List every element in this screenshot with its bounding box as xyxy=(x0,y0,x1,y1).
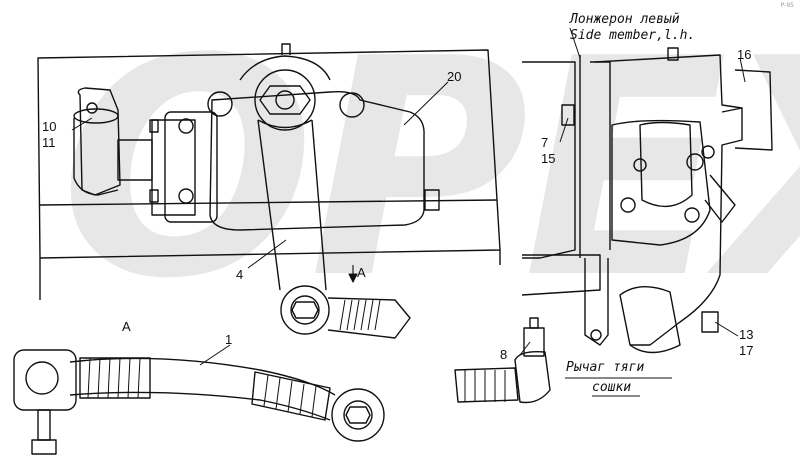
callout-1: 1 xyxy=(225,332,233,347)
caption-pitman-arm-line1: Рычаг тяги xyxy=(566,360,645,375)
callout-17: 17 xyxy=(739,343,754,358)
frame-rail-right-view xyxy=(521,55,611,296)
reservoir xyxy=(73,87,153,196)
view-arrow-a xyxy=(348,265,358,283)
view-a-label: A xyxy=(122,319,131,334)
caption-pitman-arm-line2: сошки xyxy=(592,380,632,395)
steering-gear-right-view xyxy=(584,47,773,354)
callout-15: 15 xyxy=(541,151,556,166)
drag-link xyxy=(13,349,385,455)
callout-10: 10 xyxy=(42,119,57,134)
pitman-arm xyxy=(257,119,327,291)
callout-20: 20 xyxy=(447,69,462,84)
callout-13: 13 xyxy=(739,327,754,342)
caption-side-member-en: Side member,l.h. xyxy=(570,28,696,43)
callout-4: 4 xyxy=(236,267,244,282)
pitman-ball-joint xyxy=(280,285,411,339)
callout-7: 7 xyxy=(541,135,549,150)
caption-side-member-ru: Лонжерон левый xyxy=(570,12,680,27)
callout-16: 16 xyxy=(737,47,752,62)
callout-8: 8 xyxy=(500,347,508,362)
corner-mark: P-95 xyxy=(780,2,794,9)
callout-11: 11 xyxy=(42,135,56,150)
leader-lines xyxy=(71,27,746,397)
steering-gear-housing xyxy=(149,43,440,231)
view-arrow-label: A xyxy=(357,265,366,280)
